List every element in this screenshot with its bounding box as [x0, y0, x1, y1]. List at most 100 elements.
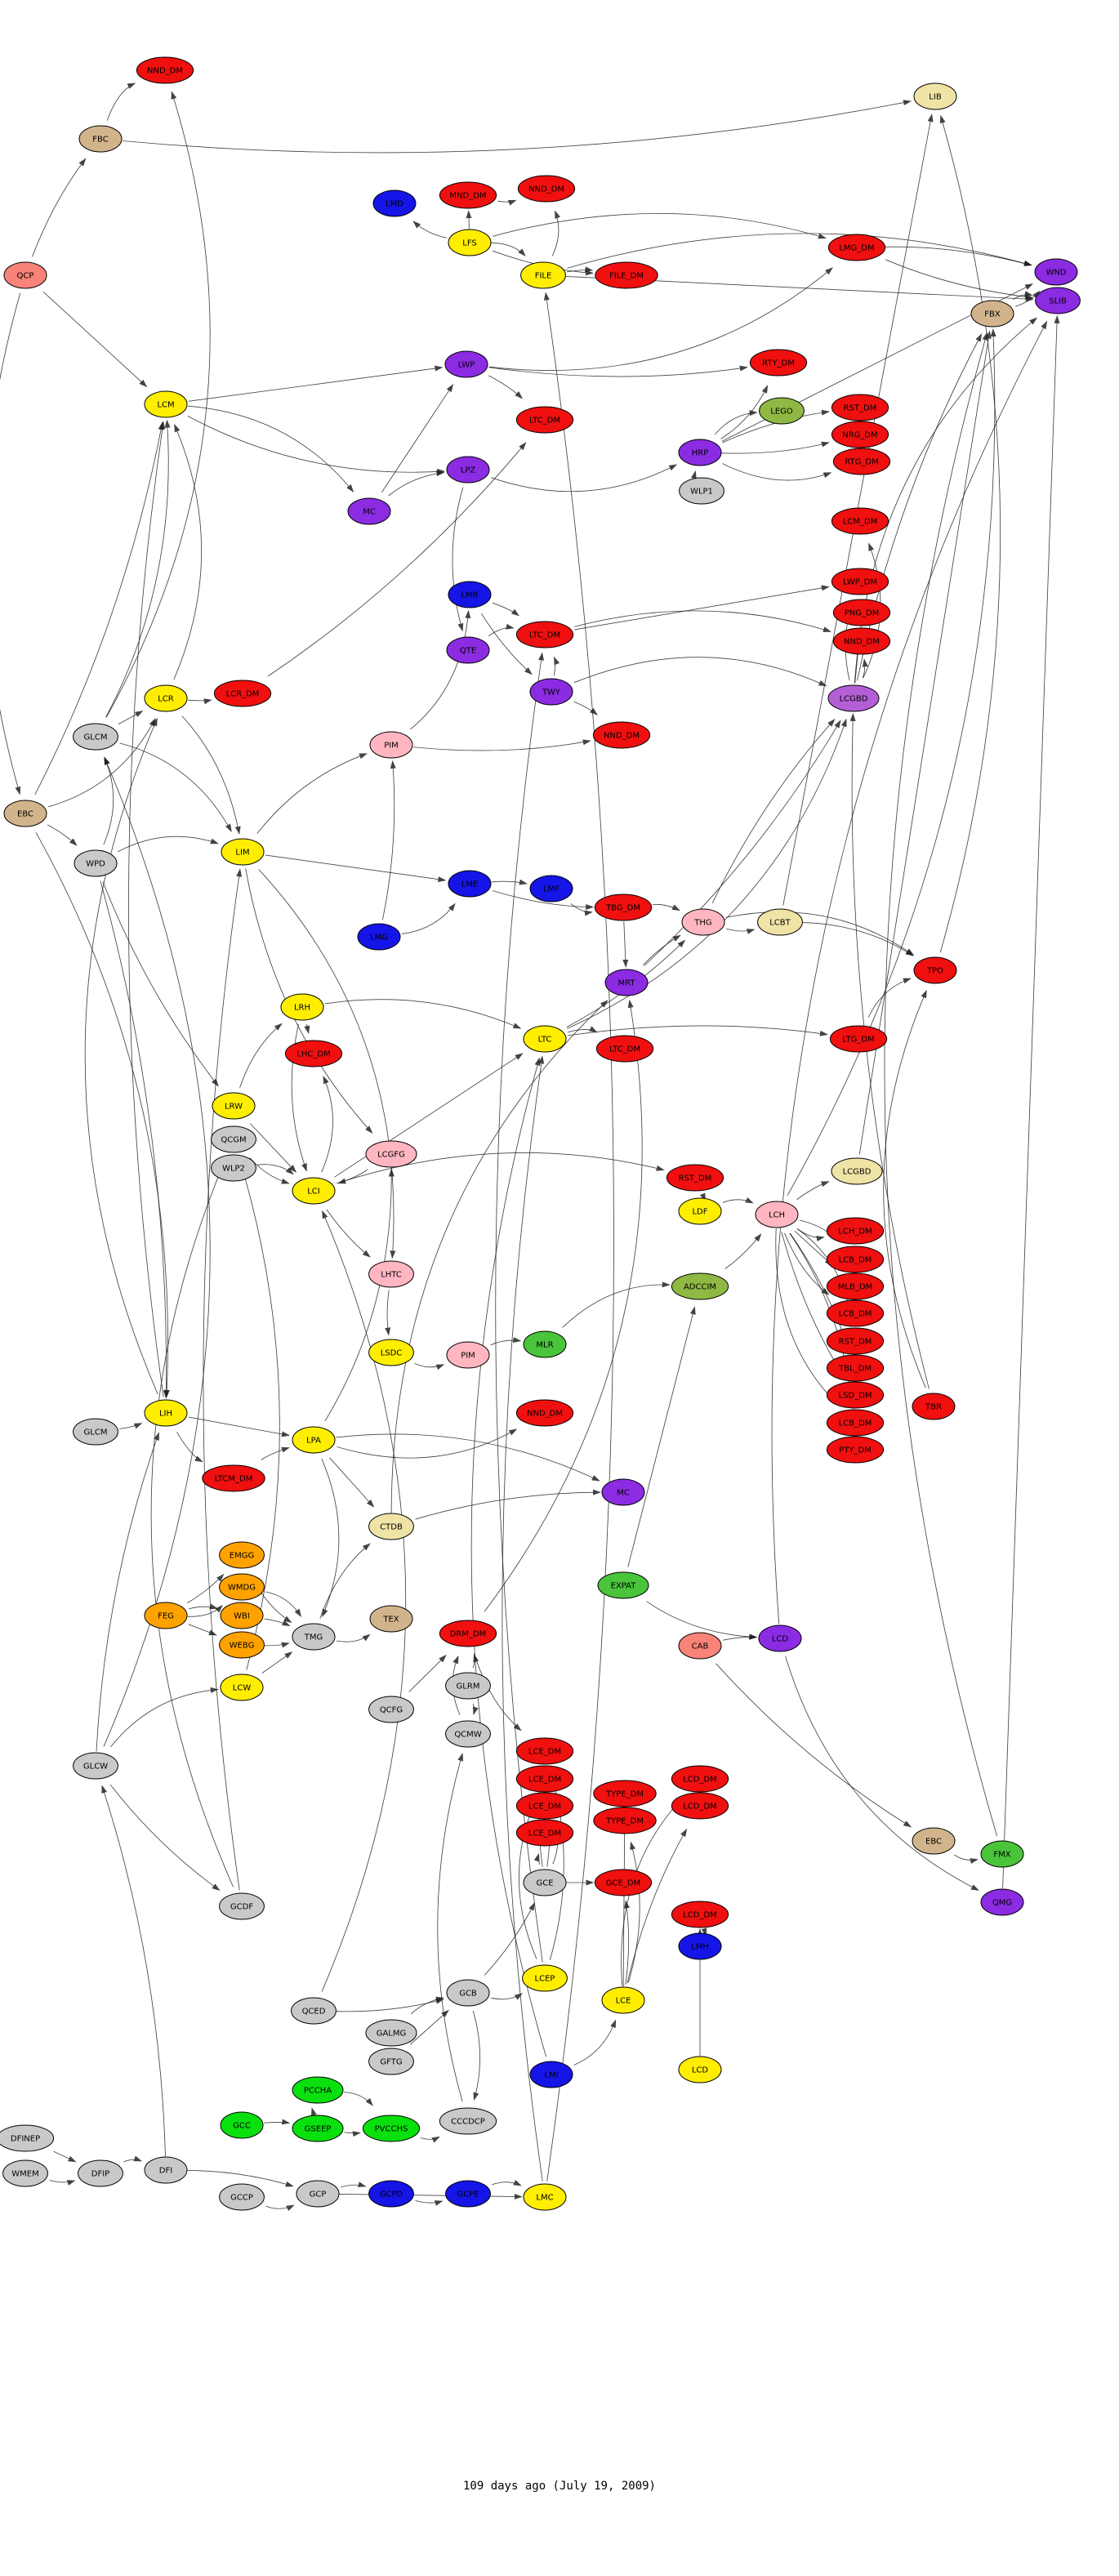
- node-ellipse: [357, 923, 401, 951]
- node-label: TWY: [542, 689, 561, 697]
- node-ellipse: [913, 956, 957, 984]
- node-ellipse: [292, 1623, 336, 1651]
- graph-edge: [502, 1055, 545, 2182]
- node-ellipse: [678, 2056, 722, 2084]
- graph-edge: [627, 1841, 640, 1983]
- graph-node: LCD_DM: [671, 1765, 729, 1793]
- graph-edge: [337, 1428, 518, 1459]
- graph-node: FMX: [980, 1840, 1024, 1868]
- graph-edge: [106, 82, 136, 121]
- node-label: FILE_DM: [609, 272, 644, 281]
- node-ellipse: [592, 721, 651, 749]
- node-ellipse: [221, 838, 265, 866]
- graph-edge: [413, 739, 591, 751]
- graph-node: LCB_DM: [826, 1409, 885, 1437]
- graph-edge: [291, 1023, 307, 1172]
- graph-edge: [796, 1228, 825, 1241]
- graph-edge: [646, 1601, 758, 1640]
- node-label: LCGBD: [843, 1168, 872, 1177]
- node-label: LRW: [225, 1103, 243, 1112]
- node-ellipse: [826, 1299, 885, 1327]
- graph-node: EMGG: [219, 1541, 265, 1569]
- graph-node: GCB: [446, 1979, 490, 2007]
- graph-edge: [781, 1232, 841, 1373]
- node-label: LTC: [538, 1036, 552, 1045]
- graph-node: LHC_DM: [284, 1040, 343, 1067]
- node-label: GLCW: [83, 1763, 108, 1772]
- node-ellipse: [446, 1341, 490, 1369]
- graph-node: LTC: [523, 1025, 567, 1053]
- graph-edge: [105, 91, 211, 718]
- graph-edge: [553, 656, 560, 676]
- node-ellipse: [136, 56, 194, 84]
- node-ellipse: [829, 1025, 888, 1053]
- graph-node: LSD_DM: [826, 1381, 885, 1409]
- node-label: WEBG: [230, 1642, 255, 1651]
- node-ellipse: [3, 261, 47, 289]
- graph-edge: [491, 464, 678, 492]
- graph-node: NND_DM: [136, 56, 194, 84]
- graph-edge: [261, 1446, 290, 1460]
- graph-node: CCCDCP: [439, 2107, 497, 2135]
- node-ellipse: [292, 1426, 336, 1454]
- graph-edge: [884, 332, 998, 1837]
- graph-edge: [626, 1828, 688, 1984]
- node-label: WLP2: [222, 1165, 245, 1174]
- graph-edge: [784, 1232, 830, 1295]
- graph-edge: [339, 2193, 523, 2199]
- graph-edge: [726, 911, 915, 956]
- node-ellipse: [594, 894, 653, 921]
- graph-node: LWP: [444, 350, 488, 378]
- graph-node: RST_DM: [666, 1164, 724, 1192]
- node-label: TEX: [382, 1616, 399, 1624]
- graph-node: MC: [601, 1478, 645, 1506]
- graph-edge: [188, 1416, 290, 1437]
- node-label: LCI: [307, 1188, 320, 1197]
- graph-node: LMB: [448, 581, 492, 608]
- node-ellipse: [73, 1418, 118, 1446]
- graph-edge: [488, 365, 748, 377]
- node-label: LCD: [692, 2066, 709, 2075]
- node-ellipse: [515, 621, 574, 648]
- graph-node: QCED: [291, 1997, 337, 2025]
- node-label: GCB: [459, 1990, 477, 1999]
- graph-node: PNG_DM: [832, 599, 891, 626]
- graph-edge: [110, 1687, 219, 1748]
- graph-edge: [34, 421, 164, 795]
- graph-node: WLP1: [679, 477, 724, 505]
- node-label: GSEEP: [305, 2125, 332, 2134]
- node-ellipse: [144, 1602, 188, 1629]
- node-ellipse: [292, 2076, 344, 2104]
- node-label: LCE_DM: [528, 1776, 561, 1785]
- node-ellipse: [749, 349, 808, 377]
- node-ellipse: [211, 1154, 256, 1182]
- graph-node: CTDB: [368, 1513, 414, 1540]
- node-ellipse: [372, 189, 417, 217]
- graph-edge: [466, 210, 472, 230]
- graph-node: LCH: [755, 1201, 799, 1228]
- node-label: FMX: [993, 1851, 1010, 1860]
- graph-edge: [32, 158, 87, 257]
- graph-edge: [49, 2179, 76, 2186]
- graph-node: LTG_DM: [829, 1025, 888, 1053]
- node-ellipse: [291, 1997, 337, 2025]
- graph-node: LCBT: [757, 908, 803, 936]
- graph-edge: [128, 421, 166, 1397]
- node-ellipse: [757, 908, 803, 936]
- graph-node: TPO: [913, 956, 957, 984]
- node-ellipse: [296, 2180, 340, 2208]
- graph-node: MLB_DM: [826, 1272, 885, 1300]
- graph-edge: [415, 2199, 444, 2206]
- graph-edge: [324, 999, 522, 1029]
- node-ellipse: [681, 908, 725, 936]
- node-label: DFINEP: [11, 2135, 40, 2144]
- graph-edge: [567, 1025, 828, 1036]
- node-label: LCEP: [535, 1975, 555, 1984]
- node-ellipse: [913, 82, 957, 110]
- graph-edge: [497, 199, 517, 206]
- graph-edge: [474, 1653, 522, 1731]
- node-ellipse: [211, 1125, 256, 1153]
- graph-node: TBR: [912, 1393, 956, 1420]
- node-label: LPZ: [461, 466, 476, 475]
- node-label: NND_DM: [527, 1410, 563, 1419]
